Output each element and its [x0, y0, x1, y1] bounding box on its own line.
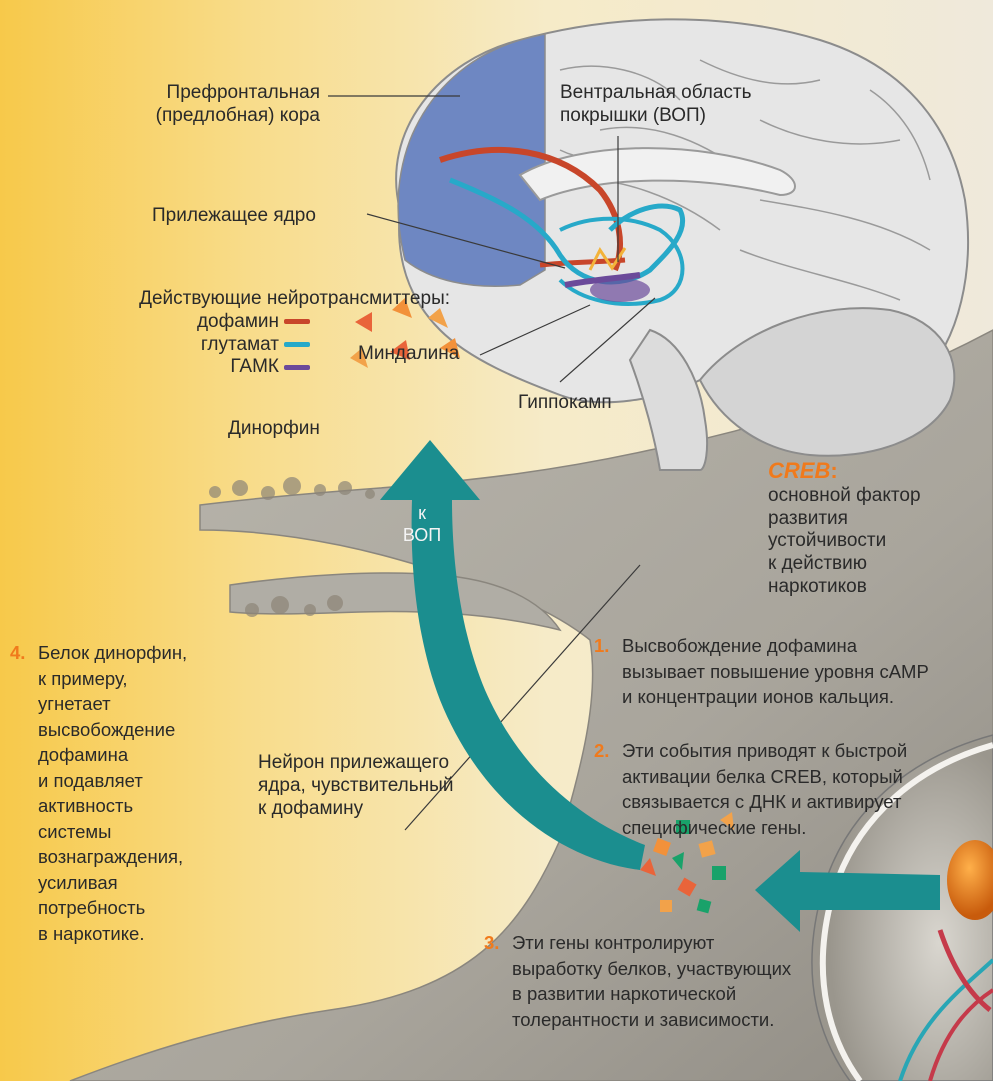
step-4-line10: усиливая [38, 870, 187, 896]
step-1: 1. Высвобождение дофамина вызывает повыш… [594, 633, 929, 710]
creb-info: CREB: основной фактор развития устойчиво… [768, 458, 921, 599]
step-4-line4: высвобождение [38, 717, 187, 743]
legend-label-glutamate: глутамат [201, 334, 279, 355]
step-1-line3: и концентрации ионов кальция. [622, 684, 929, 710]
step-2-line3: связывается с ДНК и активирует [622, 789, 907, 815]
step-4-line3: угнетает [38, 691, 187, 717]
creb-line4: к действию [768, 553, 921, 576]
step-4-line9: вознаграждения, [38, 844, 187, 870]
step-1-line2: вызывает повышение уровня cAMP [622, 659, 929, 685]
creb-line1: основной фактор [768, 485, 921, 508]
step-3-line1: Эти гены контролируют [512, 930, 791, 956]
prefrontal-label-line1: Префронтальная [80, 82, 320, 105]
creb-colon: : [830, 458, 837, 483]
step-1-line1: Высвобождение дофамина [622, 633, 929, 659]
prefrontal-label-line2: (предлобная) кора [80, 105, 320, 128]
step-2-line1: Эти события приводят к быстрой [622, 738, 907, 764]
creb-line2: развития [768, 508, 921, 531]
glutamate-swatch-icon [284, 342, 310, 347]
dopamine-swatch-icon [284, 319, 310, 324]
step-4-line7: активность [38, 793, 187, 819]
creb-line5: наркотиков [768, 576, 921, 599]
neuron-label-line2: ядра, чувствительный [258, 775, 453, 798]
creb-heading: CREB: [768, 458, 921, 485]
legend-item-dopamine: дофамин [30, 311, 450, 334]
step-4: 4. Белок динорфин, к примеру, угнетает в… [10, 640, 187, 946]
vta-label: Вентральная область покрышки (ВОП) [560, 82, 752, 128]
to-vta-label: к ВОП [392, 503, 452, 546]
step-2-line2: активации белка CREB, который [622, 764, 907, 790]
step-4-line12: в наркотике. [38, 921, 187, 947]
step-1-number: 1. [594, 633, 609, 659]
to-vta-line1: к [392, 503, 452, 525]
dynorphin-label: Динорфин [228, 418, 320, 441]
step-4-number: 4. [10, 640, 25, 666]
prefrontal-label: Префронтальная (предлобная) кора [80, 82, 320, 128]
legend-label-gaba: ГАМК [230, 356, 279, 377]
step-3: 3. Эти гены контролируют выработку белко… [484, 930, 791, 1032]
step-3-line3: в развитии наркотической [512, 981, 791, 1007]
vta-label-line1: Вентральная область [560, 82, 752, 105]
legend-label-dopamine: дофамин [197, 311, 279, 332]
legend-title: Действующие нейротрансмиттеры: [30, 288, 450, 311]
to-vta-line2: ВОП [392, 525, 452, 547]
step-4-line11: потребность [38, 895, 187, 921]
hippocampus-label: Гиппокамп [518, 392, 612, 415]
step-4-line2: к примеру, [38, 666, 187, 692]
neuron-label-line3: к дофамину [258, 798, 453, 821]
step-4-line6: и подавляет [38, 768, 187, 794]
vta-label-line2: покрышки (ВОП) [560, 105, 752, 128]
neuron-label: Нейрон прилежащего ядра, чувствительный … [258, 752, 453, 820]
gaba-swatch-icon [284, 365, 310, 370]
step-3-number: 3. [484, 930, 499, 956]
accumbens-label: Прилежащее ядро [152, 205, 316, 228]
creb-line3: устойчивости [768, 530, 921, 553]
step-3-line2: выработку белков, участвующих [512, 956, 791, 982]
neuron-label-line1: Нейрон прилежащего [258, 752, 453, 775]
step-2-number: 2. [594, 738, 609, 764]
step-4-line5: дофамина [38, 742, 187, 768]
step-3-line4: толерантности и зависимости. [512, 1007, 791, 1033]
amygdala-label: Миндалина [358, 343, 459, 366]
step-4-line1: Белок динорфин, [38, 640, 187, 666]
creb-title: CREB [768, 458, 830, 483]
step-2-line4: специфические гены. [622, 815, 907, 841]
step-2: 2. Эти события приводят к быстрой актива… [594, 738, 907, 840]
step-4-line8: системы [38, 819, 187, 845]
